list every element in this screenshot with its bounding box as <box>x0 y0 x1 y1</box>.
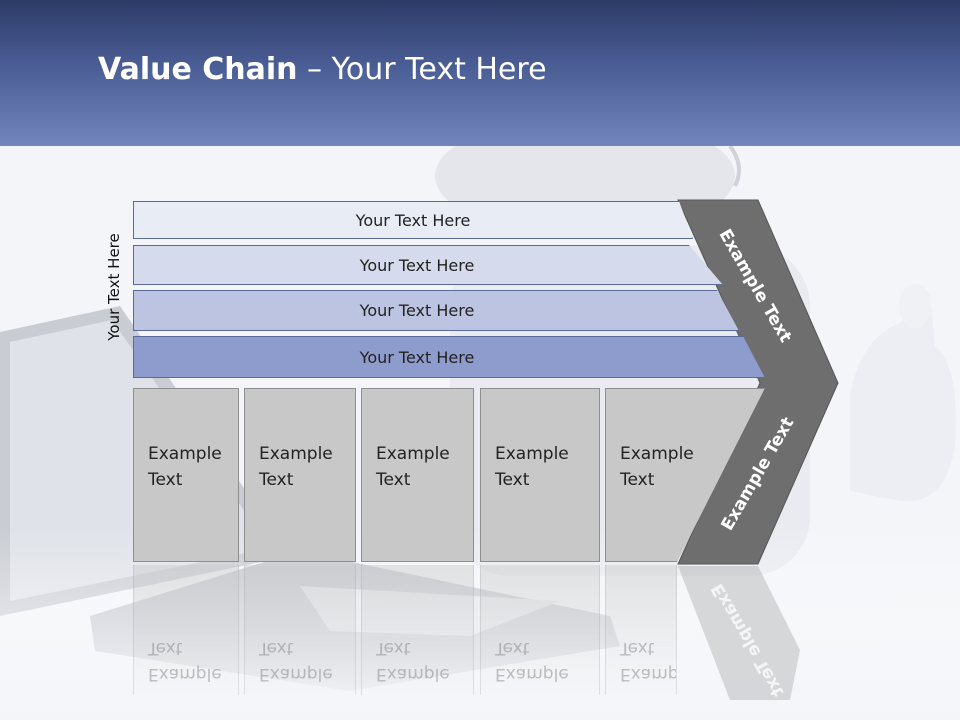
activity-box-5-reflection: Example Text <box>605 565 677 695</box>
value-bar-2: Your Text Here <box>133 245 723 285</box>
activity-box-1-reflection-text: Example Text <box>148 638 222 684</box>
activity-box-3-reflection-text: Example Text <box>376 638 450 684</box>
slide-header: Value Chain – Your Text Here <box>0 0 960 146</box>
activity-box-1-reflection: Example Text <box>133 565 239 695</box>
value-bar-4-label: Your Text Here <box>359 347 475 367</box>
value-bar-1: Your Text Here <box>133 201 693 239</box>
activity-box-4: Example Text <box>480 388 600 562</box>
activity-box-2-label: Example Text <box>259 444 333 490</box>
activity-box-2: Example Text <box>244 388 356 562</box>
activity-box-4-reflection-text: Example Text <box>495 638 569 684</box>
activity-box-3-reflection: Example Text <box>361 565 474 695</box>
value-bar-1-label: Your Text Here <box>355 210 471 230</box>
activity-box-4-reflection: Example Text <box>480 565 600 695</box>
slide-title: Value Chain – Your Text Here <box>98 52 547 87</box>
value-bar-2-label: Your Text Here <box>359 255 475 275</box>
activity-box-5-reflection-text: Example Text <box>620 638 677 684</box>
value-bar-3-label: Your Text Here <box>359 301 475 320</box>
side-label-text: Your Text Here <box>105 233 123 341</box>
slide-title-bold: Value Chain <box>98 52 298 87</box>
activity-box-1: Example Text <box>133 388 239 562</box>
value-bar-3: Your Text Here <box>133 290 739 331</box>
activity-box-4-label: Example Text <box>495 444 569 490</box>
activity-box-2-reflection: Example Text <box>244 565 356 695</box>
activity-box-2-reflection-text: Example Text <box>259 638 333 684</box>
activity-box-3-label: Example Text <box>376 444 450 490</box>
activity-box-1-label: Example Text <box>148 444 222 490</box>
slide-title-rest: – Your Text Here <box>297 52 547 87</box>
value-bar-4: Your Text Here <box>133 336 765 378</box>
activity-box-5-label: Example Text <box>620 444 694 490</box>
activity-box-3: Example Text <box>361 388 474 562</box>
